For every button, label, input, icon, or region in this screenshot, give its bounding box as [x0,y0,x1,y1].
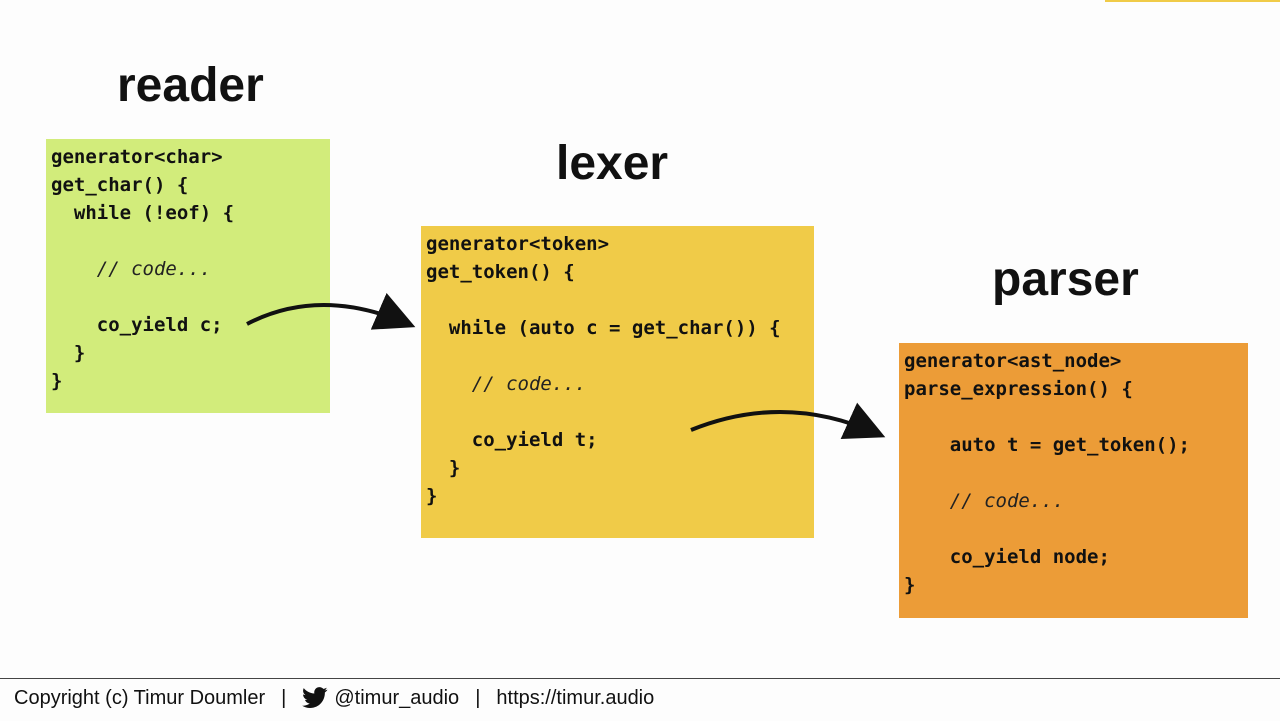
footer-separator: | [475,686,481,709]
code-line: co_yield c; [51,314,223,336]
code-line: } [51,370,63,392]
top-accent-bar [1105,0,1280,2]
code-line: co_yield node; [904,546,1110,568]
code-line: } [51,342,86,364]
code-line: generator<ast_node> [904,350,1122,372]
footer: Copyright (c) Timur Doumler | @timur_aud… [14,686,654,710]
copyright-text: Copyright (c) Timur Doumler [14,686,266,709]
code-line [51,227,325,255]
lexer-to-parser-arrow-icon [690,402,886,440]
footer-separator: | [281,686,287,709]
code-line [904,459,1243,487]
parser-code-box: generator<ast_node>parse_expression() { … [899,343,1248,618]
code-line: while (auto c = get_char()) { [426,317,781,339]
code-line: get_char() { [51,174,189,196]
code-line: // code... [51,258,212,280]
code-line: auto t = get_token(); [904,434,1190,456]
code-line: // code... [426,373,587,395]
twitter-handle-link[interactable]: @timur_audio [334,686,460,709]
lexer-title: lexer [556,137,669,190]
footer-divider [0,678,1280,679]
code-line: parse_expression() { [904,378,1133,400]
reader-title: reader [117,59,264,112]
code-line: } [426,485,438,507]
code-line: generator<token> [426,233,610,255]
code-line [426,342,809,370]
code-line: } [904,574,916,596]
twitter-bird-icon [302,687,328,708]
code-line [426,286,809,314]
website-link[interactable]: https://timur.audio [496,686,655,709]
code-line [904,515,1243,543]
reader-code-box: generator<char> get_char() { while (!eof)… [46,139,330,413]
code-line: generator<char> [51,146,223,168]
lexer-code-box: generator<token> get_token() { while (aut… [421,226,814,538]
parser-title: parser [992,253,1139,306]
code-line [904,403,1243,431]
code-line: } [426,457,461,479]
code-line: get_token() { [426,261,575,283]
reader-to-lexer-arrow-icon [246,292,416,330]
code-line: while (!eof) { [51,202,235,224]
code-line: co_yield t; [426,429,598,451]
code-line: // code... [904,490,1065,512]
